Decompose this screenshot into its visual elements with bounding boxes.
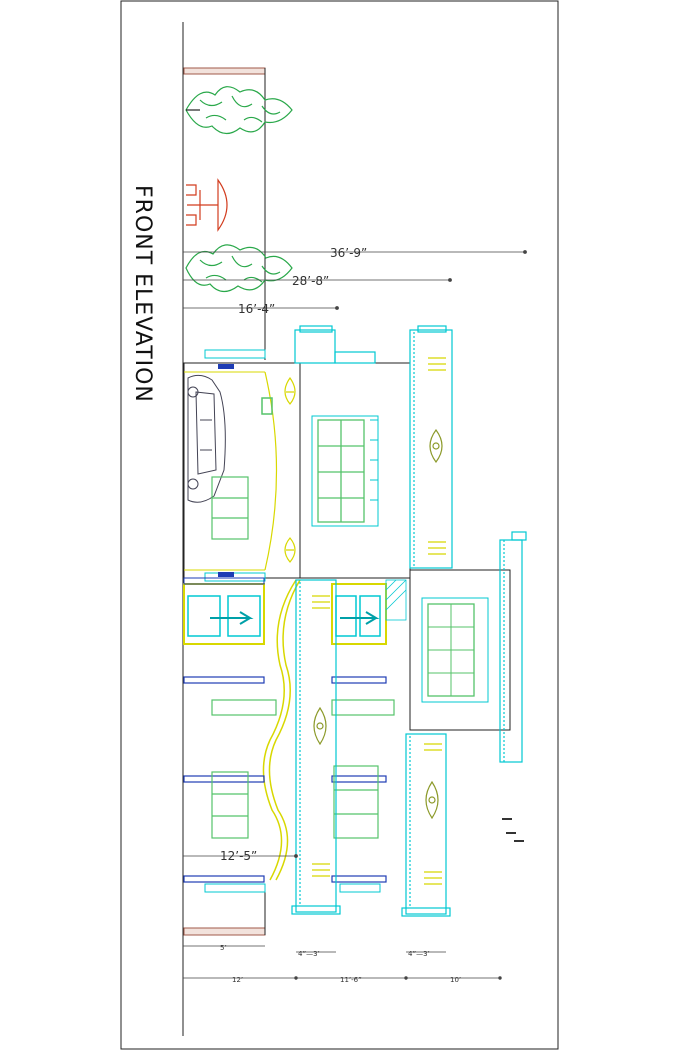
ground-floor-door — [183, 577, 265, 645]
ground-window — [211, 699, 395, 839]
dimension-overall — [183, 250, 527, 254]
column-lower-right — [401, 733, 451, 917]
umbrella-table-icon — [186, 178, 228, 232]
upper-floor-block — [299, 362, 411, 579]
dim-overall-width: 36’-9” — [330, 246, 367, 260]
column-upper — [409, 325, 453, 569]
column-vents — [428, 357, 446, 555]
column-vents — [312, 595, 330, 877]
dim-arch-height: 12’-5” — [220, 849, 257, 863]
dimension-left — [183, 306, 339, 310]
dim-bottom-right: 10’ — [450, 976, 461, 984]
nameplate — [261, 397, 273, 415]
dim-upper-width: 28’-8” — [292, 274, 329, 288]
annotation-marks — [502, 818, 524, 842]
hatch-panel — [385, 579, 407, 621]
right-parapet — [499, 531, 527, 763]
lower-right-window — [421, 597, 489, 703]
dim-plinth: 5’ — [220, 944, 227, 952]
parapet-cyan — [294, 325, 376, 364]
ornament-icon — [429, 428, 443, 464]
ornament-icon — [313, 706, 327, 746]
ornament-icon — [425, 780, 439, 820]
dimension-bottom — [183, 976, 502, 980]
tree-icon — [185, 86, 293, 135]
lower-right-block — [409, 569, 511, 731]
dim-left-width: 16’-4” — [238, 302, 275, 316]
dim-bottom-left: 12’ — [232, 976, 243, 984]
arch-band — [262, 579, 301, 881]
upper-window — [317, 419, 365, 523]
dim-bottom-mid: 11’-6” — [340, 976, 362, 984]
dimension-arch — [183, 854, 298, 858]
column-lower — [291, 579, 341, 915]
column-vents — [424, 743, 442, 885]
dim-offset-a: 4”—3’ — [298, 950, 320, 958]
dim-offset-b: 4”—3’ — [408, 950, 430, 958]
drawing-title: FRONT ELEVATION — [130, 185, 155, 403]
boundary-wall-bottom — [183, 888, 266, 936]
sill-band — [183, 676, 387, 883]
plinth-band — [204, 883, 381, 893]
ground-floor-door — [331, 583, 387, 645]
carport-block — [183, 349, 301, 582]
dimension-upper — [183, 278, 452, 282]
ornament-icon — [284, 376, 296, 563]
tree-icon — [185, 244, 293, 293]
boundary-wall-top — [183, 67, 266, 360]
upper-window-frame — [311, 415, 379, 527]
car-icon — [187, 374, 226, 503]
carport-window — [211, 476, 249, 540]
sheet-border — [120, 0, 559, 1050]
